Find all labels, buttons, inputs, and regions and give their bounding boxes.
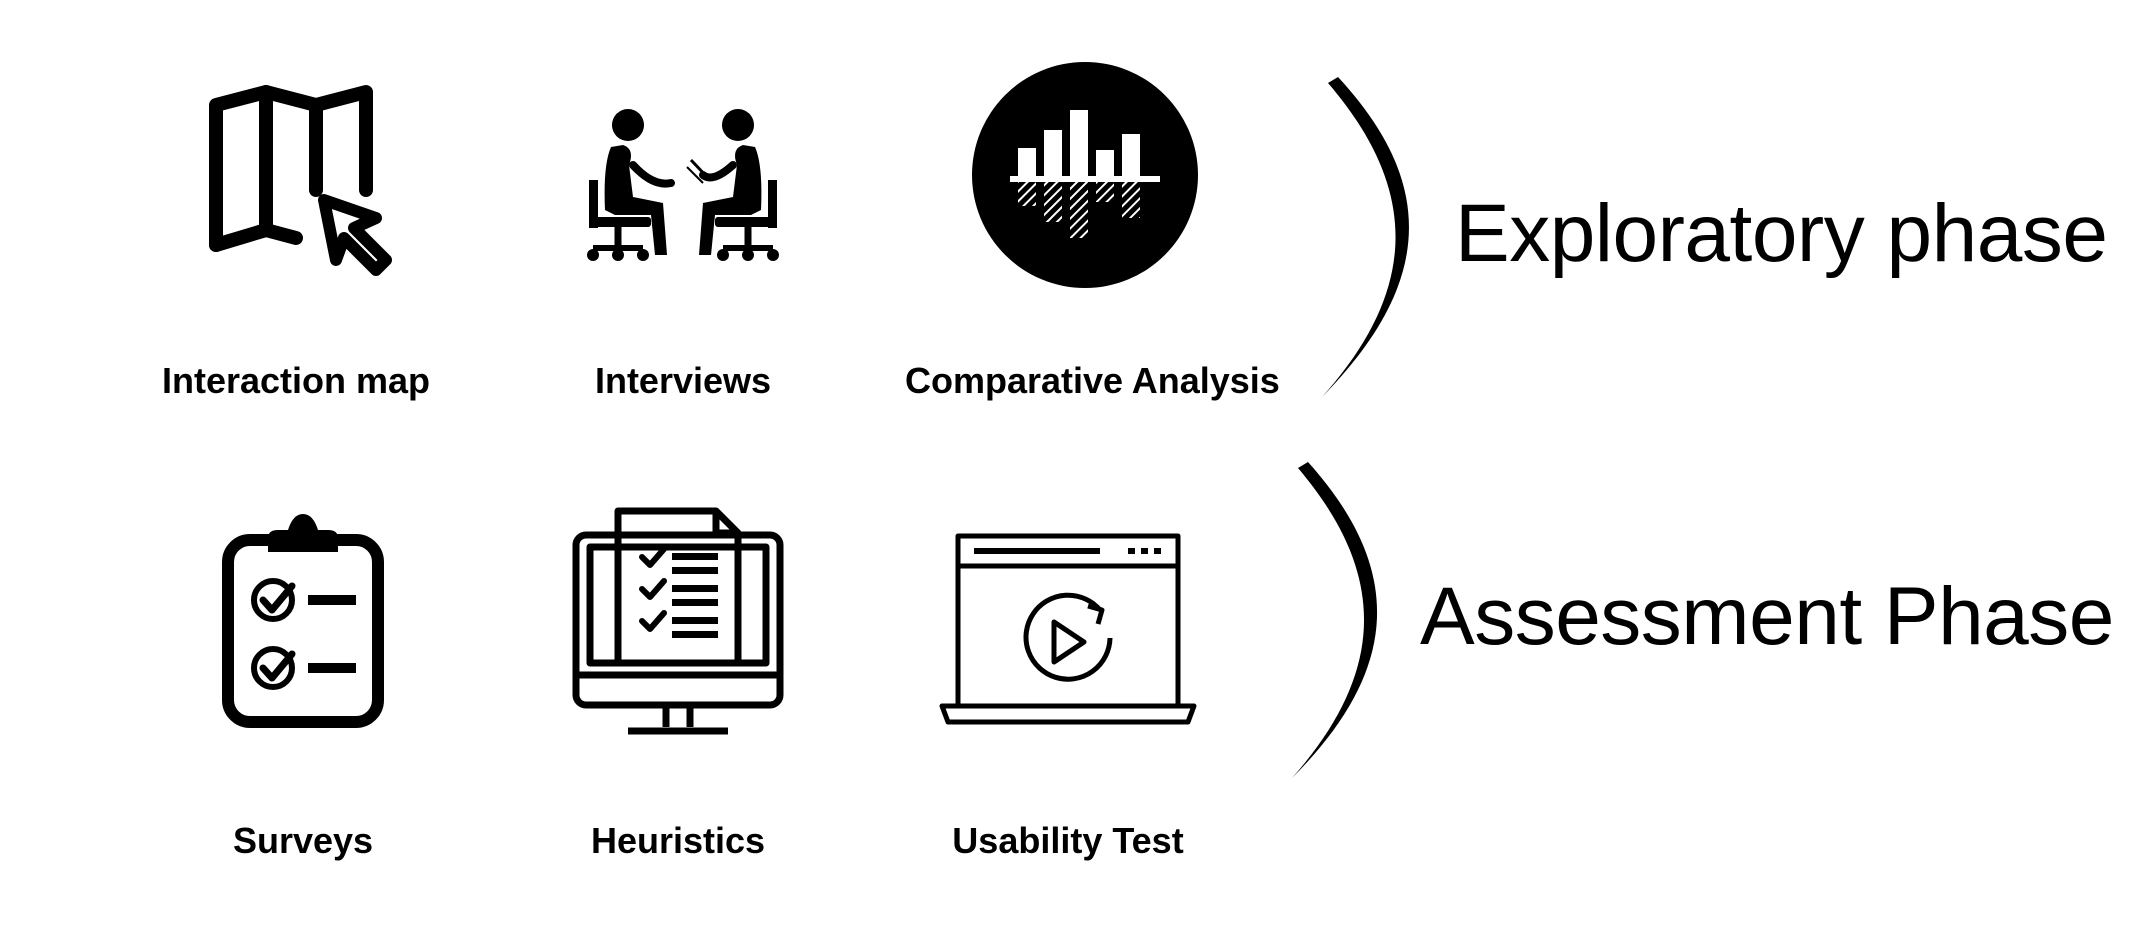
method-label: Comparative Analysis [905, 360, 1280, 401]
phase-title: Exploratory phase [1455, 188, 2108, 279]
method-label: Surveys [232, 820, 374, 861]
laptop-play-icon [938, 530, 1198, 730]
method-interaction-map: Interaction map [116, 60, 476, 410]
method-label: Heuristics [590, 820, 766, 861]
method-heuristics: Heuristics [498, 505, 858, 870]
folded-map-cursor-icon [186, 80, 406, 280]
monitor-checklist-icon [568, 505, 788, 745]
bar-comparison-icon [970, 60, 1200, 290]
method-label: Interviews [594, 360, 772, 401]
method-usability-test: Usability Test [888, 530, 1248, 870]
clipboard-checklist-icon [208, 510, 398, 730]
method-interviews: Interviews [503, 60, 863, 410]
interview-people-icon [563, 105, 803, 265]
method-comparative-analysis: Comparative Analysis [905, 60, 1280, 410]
phase-bracket [1290, 460, 1400, 785]
method-surveys: Surveys [123, 510, 483, 870]
method-label: Interaction map [161, 360, 431, 401]
phase-title: Assessment Phase [1420, 571, 2114, 662]
phase-bracket [1320, 75, 1430, 405]
method-label: Usability Test [952, 820, 1184, 861]
